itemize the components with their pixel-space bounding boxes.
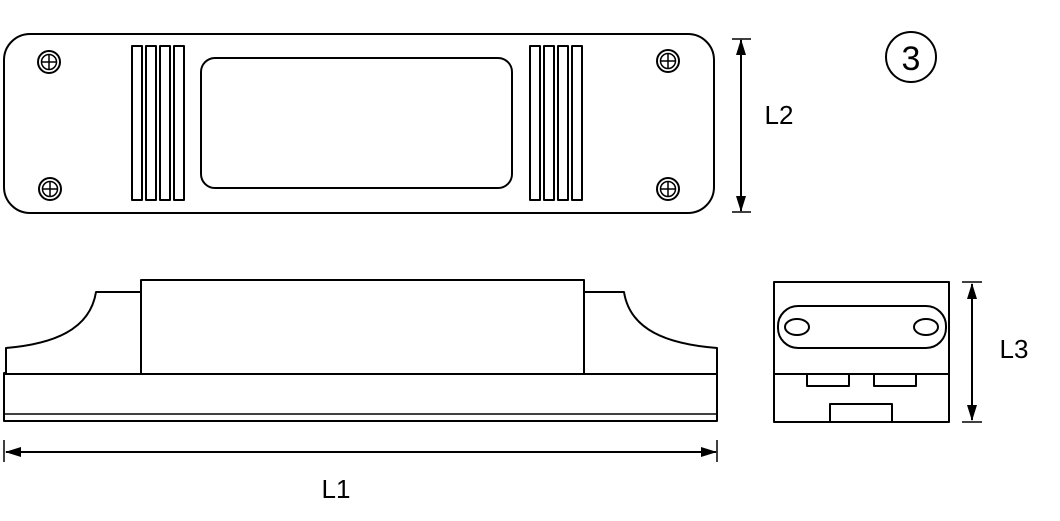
top-view-outline bbox=[3, 33, 715, 214]
view-number-badge: 3 bbox=[885, 31, 937, 83]
side-view-outline bbox=[773, 281, 950, 423]
clip-left bbox=[806, 373, 850, 387]
screw-bottom-left-icon bbox=[38, 177, 62, 201]
front-view bbox=[3, 279, 718, 462]
left-ribs bbox=[131, 45, 185, 201]
clip-right bbox=[873, 373, 917, 387]
clip-bottom bbox=[829, 403, 893, 423]
dimension-label-l1: L1 bbox=[322, 474, 351, 504]
screw-top-left-icon bbox=[37, 50, 61, 74]
dimension-label-l2: L2 bbox=[765, 100, 794, 130]
screw-top-right-icon bbox=[656, 49, 680, 73]
right-ribs bbox=[529, 45, 583, 201]
dimension-label-l3: L3 bbox=[1000, 334, 1029, 364]
mounting-hole-left bbox=[784, 318, 810, 336]
label-window bbox=[200, 57, 513, 189]
mounting-hole-right bbox=[913, 318, 939, 336]
top-view bbox=[3, 33, 751, 214]
screw-bottom-right-icon bbox=[656, 177, 680, 201]
front-view-outline bbox=[3, 279, 718, 422]
view-number: 3 bbox=[902, 40, 921, 78]
side-view bbox=[773, 281, 982, 423]
mounting-tab bbox=[777, 305, 947, 349]
